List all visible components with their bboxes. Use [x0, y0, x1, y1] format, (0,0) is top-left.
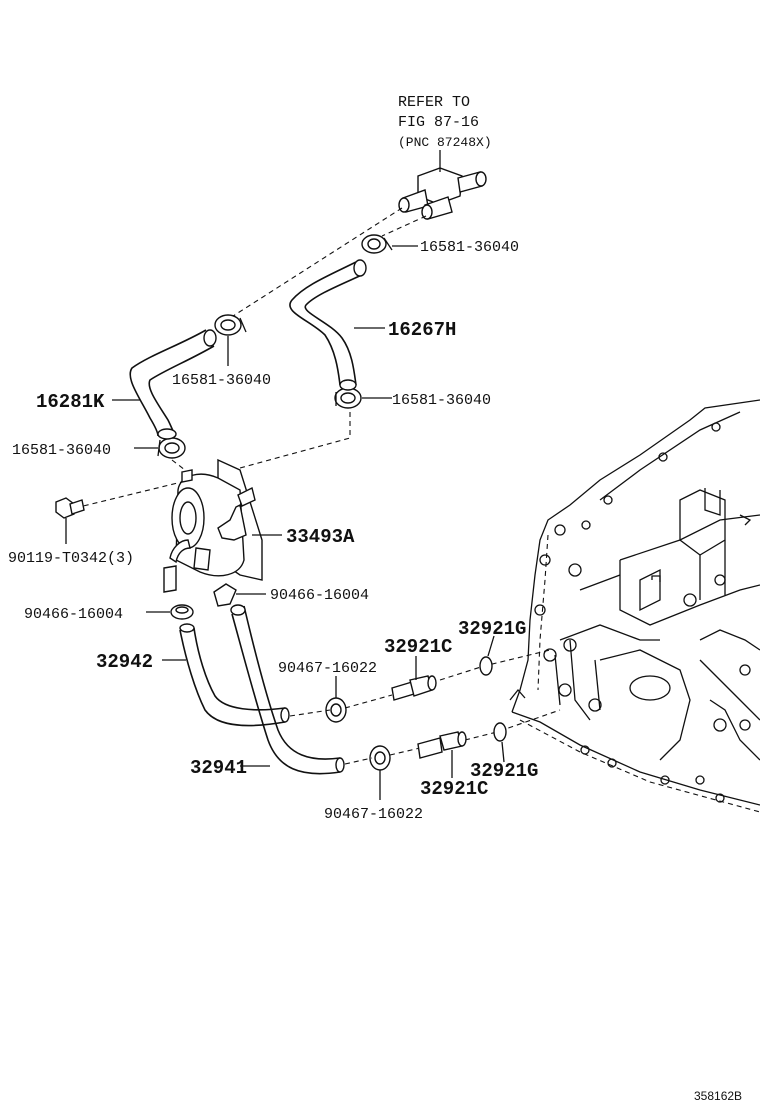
- label-clip-left: 90466-16004: [24, 606, 123, 623]
- o-ring-lower-drawing: [493, 722, 507, 763]
- hose-clamp-left: [134, 437, 186, 459]
- figure-code: 358162B: [694, 1089, 742, 1103]
- clip-left-drawing: [146, 604, 194, 620]
- transmission-case-drawing: [509, 399, 760, 813]
- hose-32942-drawing: [162, 623, 290, 727]
- label-hose-16281k: 16281K: [36, 391, 105, 413]
- hose-clamp-upper-left: [214, 314, 247, 366]
- label-clip-right: 90466-16004: [270, 587, 369, 604]
- label-cooler-33493a: 33493A: [286, 526, 355, 548]
- clip-right-drawing: [213, 583, 266, 607]
- label-clamp-mid-right: 16581-36040: [392, 392, 491, 409]
- label-union-upper: 32921C: [384, 636, 452, 658]
- clip-upper-drawing: [325, 676, 347, 723]
- ref-line-2: FIG 87-16: [398, 114, 479, 131]
- union-upper-drawing: [391, 656, 437, 701]
- ref-line-3: (PNC 87248X): [398, 135, 492, 150]
- label-clip-upper: 90467-16022: [278, 660, 377, 677]
- label-clamp-left: 16581-36040: [12, 442, 111, 459]
- label-o-ring-upper: 32921G: [458, 618, 526, 640]
- heater-pipe-fitting: [398, 150, 487, 220]
- hose-16281k-drawing: [112, 329, 217, 440]
- hose-16267h-drawing: [289, 259, 385, 391]
- ref-line-1: REFER TO: [398, 94, 470, 111]
- bolt-drawing: [55, 497, 85, 544]
- label-bolt: 90119-T0342(3): [8, 550, 134, 567]
- hose-clamp-top-right: [361, 234, 418, 254]
- label-clip-lower: 90467-16022: [324, 806, 423, 823]
- label-clamp-top-right: 16581-36040: [420, 239, 519, 256]
- label-clamp-upper-left: 16581-36040: [172, 372, 271, 389]
- label-hose-32942: 32942: [96, 651, 153, 673]
- clip-lower-drawing: [369, 745, 391, 800]
- label-hose-16267h: 16267H: [388, 319, 456, 341]
- oil-cooler-drawing: [163, 458, 282, 593]
- o-ring-upper-drawing: [479, 635, 495, 676]
- label-o-ring-lower: 32921G: [470, 760, 538, 782]
- hose-32941-drawing: [230, 604, 345, 775]
- label-union-lower: 32921C: [420, 778, 488, 800]
- hose-clamp-mid-right: [334, 387, 392, 409]
- label-hose-32941: 32941: [190, 757, 247, 779]
- union-lower-drawing: [417, 731, 467, 778]
